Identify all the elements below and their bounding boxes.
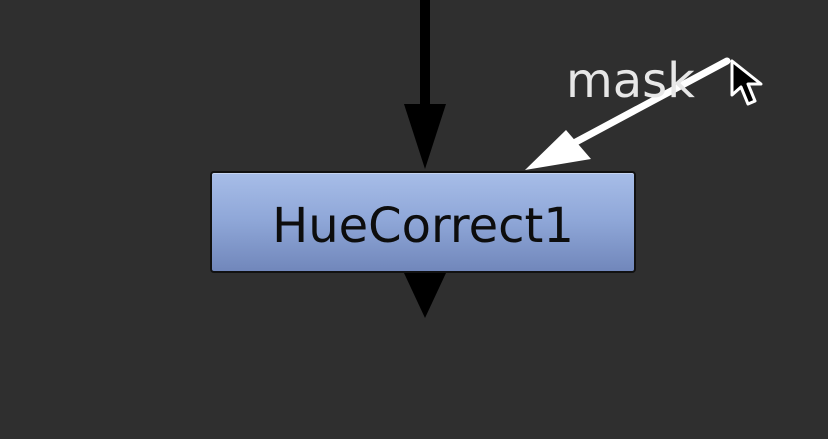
input-arrow	[404, 104, 446, 169]
mask-input-arrow	[525, 130, 591, 170]
huecorrect-node[interactable]: HueCorrect1	[210, 171, 636, 273]
node-label: HueCorrect1	[272, 198, 574, 254]
mouse-pointer-icon	[730, 59, 763, 106]
output-arrow[interactable]	[404, 273, 446, 318]
mask-input-pipe[interactable]	[570, 57, 731, 147]
mask-input-label: mask	[566, 53, 695, 109]
